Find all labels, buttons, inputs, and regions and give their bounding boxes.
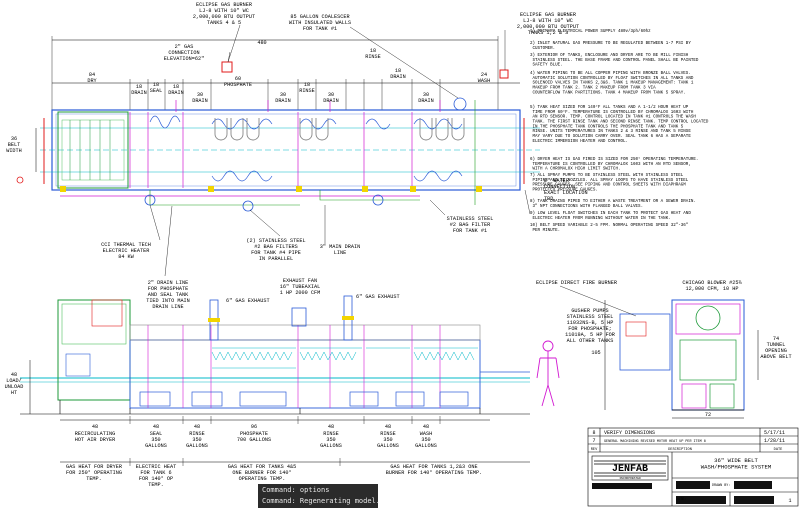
station-dim: 48 [194, 424, 200, 430]
elevation-view [20, 285, 759, 419]
general-note: 8) TANK DRAINS PIPED TO EITHER A WASTE T… [530, 199, 696, 209]
general-note: 4) WATER PIPING TO BE ALL COPPER PIPING … [530, 71, 694, 95]
general-note: 7) ALL SPRAY PUMPS TO BE STAINLESS STEEL… [530, 173, 689, 192]
date-label: DATE: [676, 498, 686, 502]
station-dim: 48 [328, 424, 334, 430]
general-note: 6) DRYER HEAT IS GAS FIRED IS SIZED FOR … [530, 157, 698, 172]
person-scale-figure [536, 340, 560, 407]
dim-width-72: 72 [705, 412, 711, 418]
rev-8-date: 5/17/11 [764, 430, 785, 436]
callout-gas-exhaust-left: 6" GAS EXHAUST [226, 298, 270, 304]
dim-height-105: 105 [591, 350, 600, 356]
command-line-panel[interactable] [258, 484, 378, 508]
plan-view [16, 24, 540, 277]
dim-overall: 480 [257, 40, 266, 46]
general-note: 3) EXTERIOR OF TANKS, ENCLOSURE AND DRYE… [530, 53, 699, 68]
callout-eclipse-fire: ECLIPSE DIRECT FIRE BURNER [536, 280, 617, 286]
rev-8: 8 [592, 430, 595, 436]
command-prompt-line[interactable]: Command: Regenerating model. [262, 497, 381, 505]
logo-text: JENFAB [612, 464, 648, 475]
rev-7-date: 1/28/11 [764, 438, 785, 444]
title-block [587, 427, 799, 507]
redacted-fields [592, 481, 774, 504]
rev-7-desc: GENERAL MACHINING REVISED MOTOR HEAT UP … [604, 440, 706, 444]
rev-8-desc: VERIFY DIMENSIONS [604, 430, 655, 436]
station-dim: 96 [251, 424, 257, 430]
general-note: 10) BELT SPEED VARIABLE 2-5 FPM. NORMAL … [530, 223, 688, 233]
command-history-line: Command: options [262, 486, 330, 494]
station-dim: 48 [385, 424, 391, 430]
jenfab-logo [591, 455, 669, 481]
general-note: 9) LOW LEVEL FLOAT SWITCHES IN EACH TANK… [530, 211, 691, 221]
callout-gas-exhaust-right: 6" GAS EXHAUST [356, 294, 400, 300]
station-dim: 48 [92, 424, 98, 430]
rev-header: REV [591, 448, 598, 452]
rev-7: 7 [592, 438, 595, 444]
date-header: DATE [774, 448, 783, 452]
sheet-number: 1 [788, 498, 791, 504]
drawn-by-label: DRAWN BY: [712, 484, 730, 488]
desc-header: DESCRIPTION [668, 448, 692, 452]
general-note: 2) INLET NATURAL GAS PRESSURE TO BE REGU… [530, 41, 691, 51]
general-note: 5) TANK HEAT SIZED FOR 140°F ALL TANKS A… [530, 105, 709, 144]
general-note: 1) PRIMARY ELECTRICAL POWER SUPPLY 480v/… [530, 29, 651, 34]
station-dim: 48 [153, 424, 159, 430]
logo-subtext: INCORPORATED [619, 477, 641, 480]
station-dim: 48 [423, 424, 429, 430]
